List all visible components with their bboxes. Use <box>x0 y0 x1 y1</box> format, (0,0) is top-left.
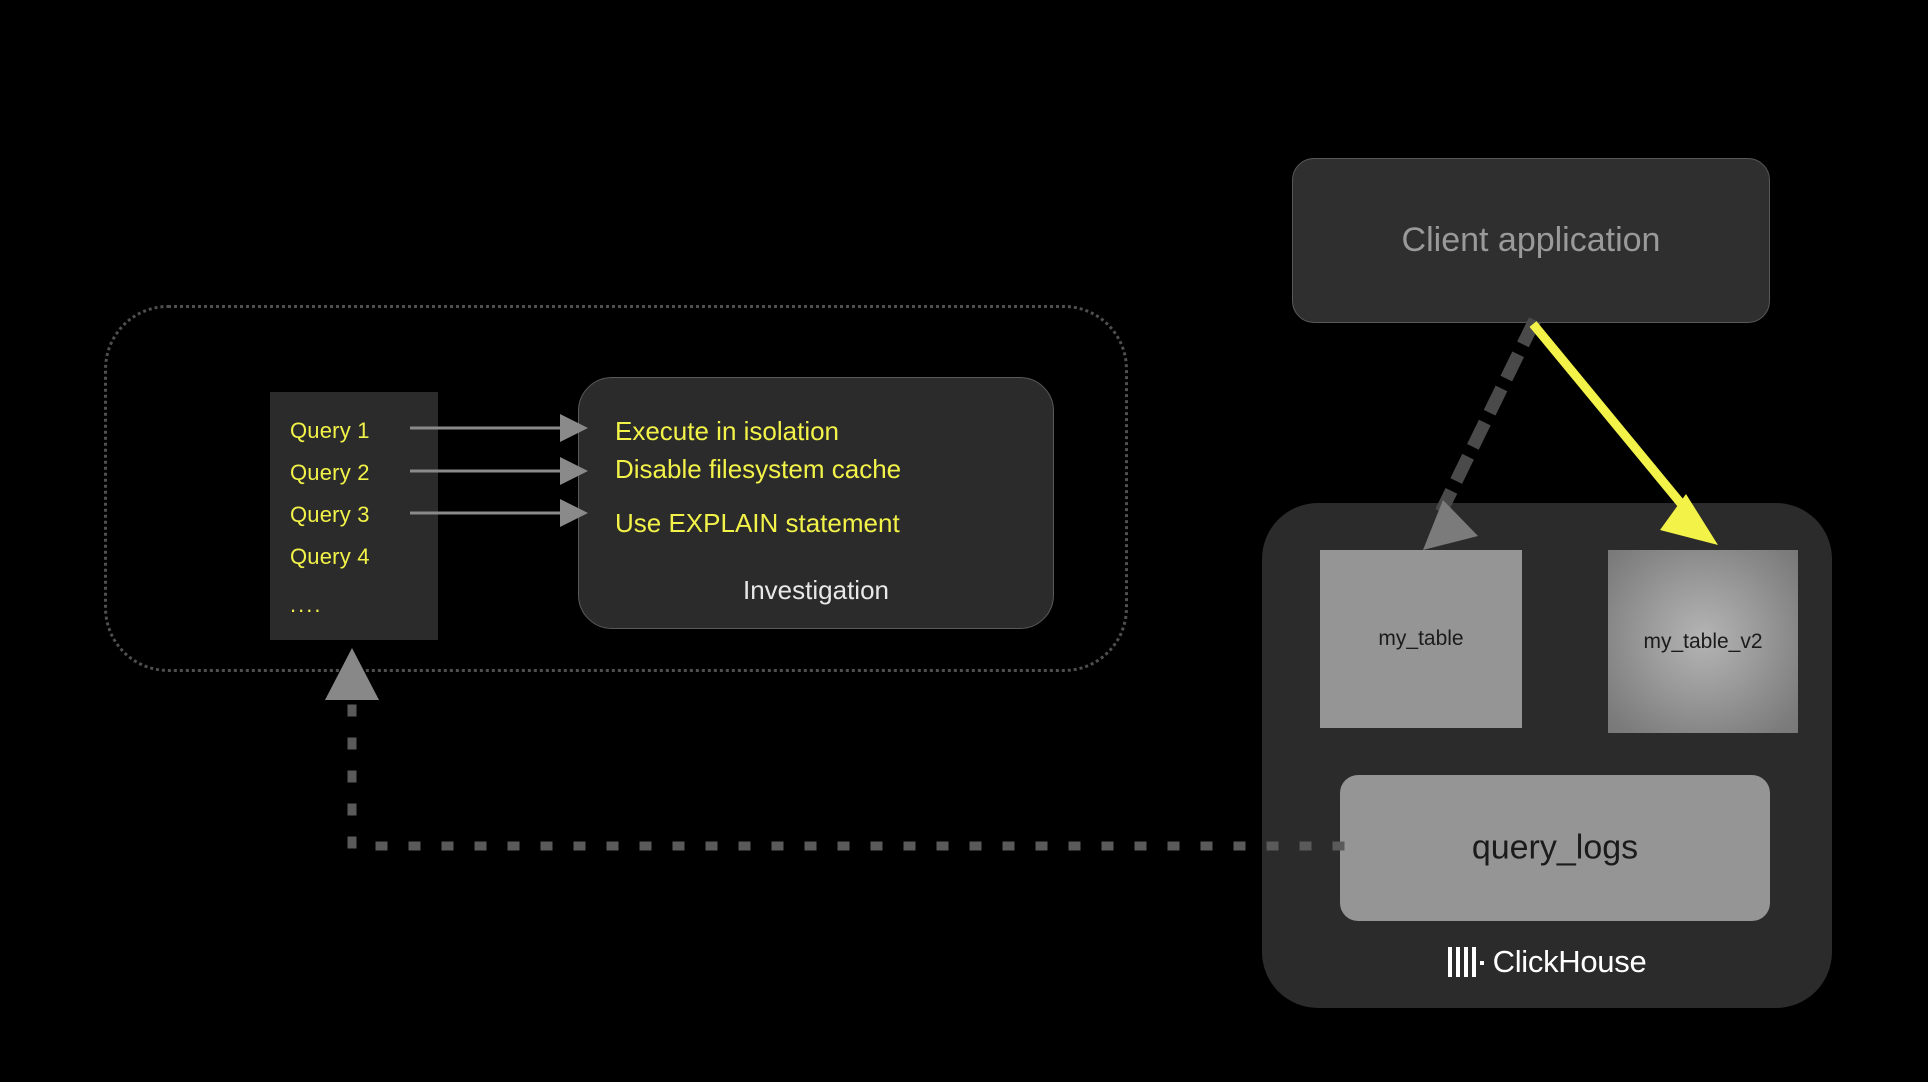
list-item-ellipsis: .... <box>290 592 323 617</box>
clickhouse-logo: ClickHouse <box>1262 944 1832 980</box>
client-application-box: Client application <box>1292 158 1770 323</box>
investigation-step-2: Disable filesystem cache <box>615 454 902 484</box>
table-query-logs-label: query_logs <box>1471 828 1639 867</box>
connector-query-logs-to-query-list <box>325 648 1345 851</box>
investigation-step-1: Execute in isolation <box>615 416 840 446</box>
list-item-query-1: Query 1 <box>290 418 370 443</box>
query-list-panel: Query 1 Query 2 Query 3 Query 4 .... <box>270 392 438 640</box>
table-my-table-v2: my_table_v2 <box>1608 550 1798 733</box>
investigation-caption: Investigation <box>743 575 889 605</box>
client-application-label: Client application <box>1401 221 1661 259</box>
table-my-table: my_table <box>1320 550 1522 728</box>
investigation-step-3: Use EXPLAIN statement <box>615 508 900 538</box>
list-item-query-2: Query 2 <box>290 460 370 485</box>
list-item-query-4: Query 4 <box>290 544 370 569</box>
clickhouse-wordmark: ClickHouse <box>1492 944 1647 979</box>
investigation-card: Execute in isolation Disable filesystem … <box>578 377 1054 629</box>
clickhouse-bars-icon <box>1447 947 1484 977</box>
table-my-table-v2-label: my_table_v2 <box>1643 629 1763 653</box>
clickhouse-container: my_table my_table_v2 query_logs ClickHou… <box>1262 503 1832 1008</box>
table-my-table-label: my_table <box>1378 627 1464 650</box>
table-query-logs: query_logs <box>1340 775 1770 921</box>
investigation-boundary <box>104 305 1128 672</box>
list-item-query-3: Query 3 <box>290 502 370 527</box>
